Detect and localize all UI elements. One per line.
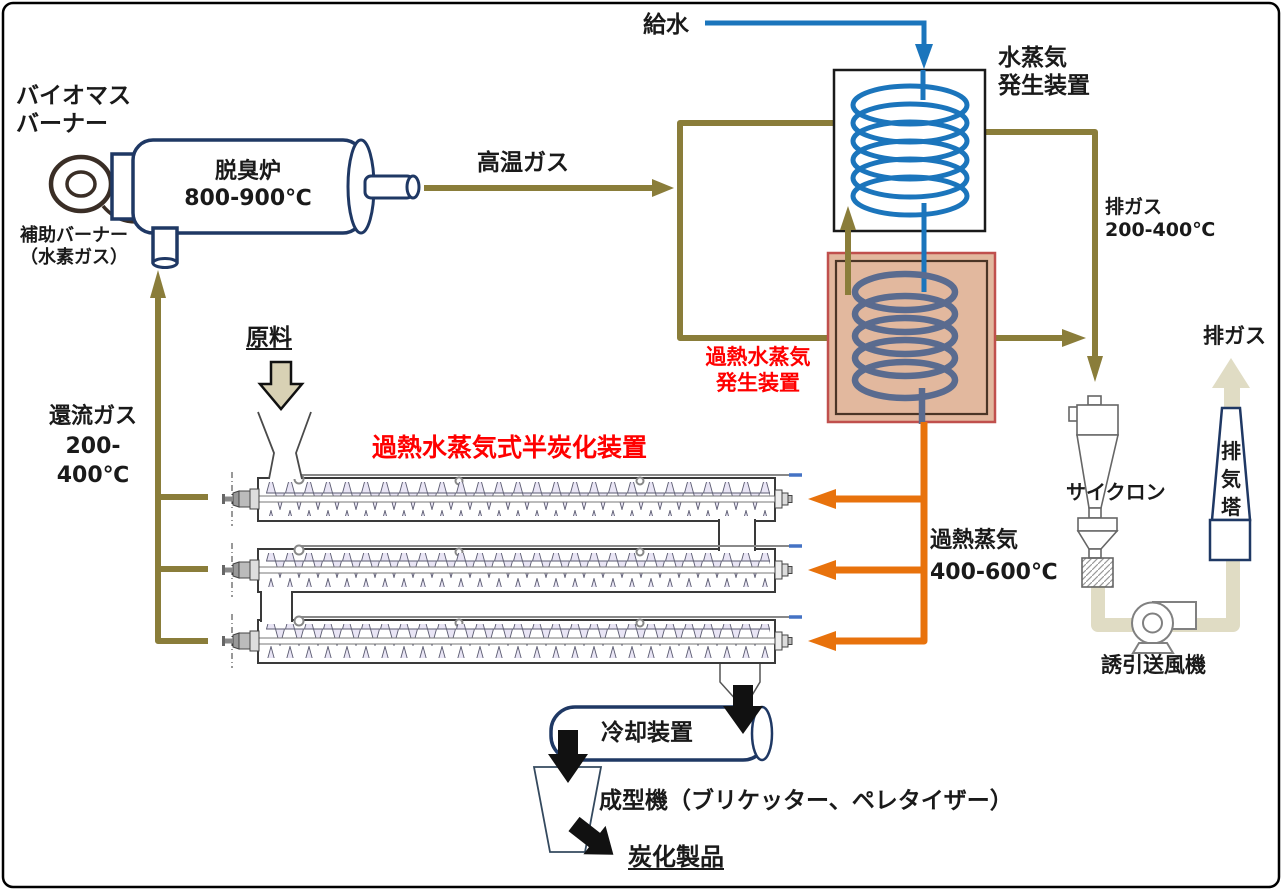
deodorizing-furnace-group	[48, 138, 421, 269]
label-molding-machine: 成型機（ブリケッター、ペレタイザー）	[599, 788, 1013, 814]
cooling-device-icon	[549, 705, 774, 762]
conveyor-drives	[222, 472, 793, 668]
pipe-inlet-marks	[789, 473, 802, 619]
screw-augers	[234, 482, 776, 658]
gas-split-line	[677, 120, 834, 341]
label-cooling-device: 冷却装置	[601, 720, 693, 746]
tower-exhaust-arrow-icon	[1212, 358, 1250, 410]
hot-gas-arrowheads	[150, 179, 1103, 382]
steam-generator-group	[705, 20, 987, 233]
superheated-steam-arrowheads	[808, 489, 836, 651]
raw-material-arrow-icon	[257, 360, 305, 411]
exhaust-gas-line-right	[985, 129, 1098, 358]
reflux-gas-line	[155, 298, 208, 644]
to-molding-arrow-icon	[548, 730, 588, 783]
cyclone-icon	[1068, 395, 1120, 588]
steam-arrowhead-2-icon	[808, 560, 836, 580]
feed-hopper-icon	[257, 411, 312, 480]
label-exhaust-gas-top: 排ガス	[1203, 324, 1266, 348]
superheated-steam-lines	[836, 422, 928, 645]
to-cyclone-arrowhead-icon	[1087, 356, 1103, 382]
label-exhaust-tower: 排 気 塔	[1221, 439, 1241, 519]
feed-water-line	[705, 20, 927, 46]
to-cooling-arrow-icon	[723, 685, 763, 734]
reflux-up-arrowhead-icon	[150, 270, 166, 298]
to-product-arrow-icon	[568, 816, 614, 855]
label-reflux-gas: 還流ガス 200-400℃	[48, 404, 137, 489]
label-hot-gas: 高温ガス	[477, 150, 569, 176]
induced-fan-icon	[1131, 601, 1197, 654]
label-aux-burner: 補助バーナー （水素ガス）	[20, 225, 128, 268]
label-carbonizer-title: 過熱水蒸気式半炭化装置	[372, 433, 648, 462]
aux-burner-icon	[151, 226, 179, 264]
label-exhaust-gas-right: 排ガス 200-400℃	[1105, 196, 1216, 242]
material-flow-arrows	[548, 685, 763, 855]
drive-assembly-icon	[222, 543, 793, 597]
label-induced-fan: 誘引送風機	[1101, 653, 1206, 677]
drive-assembly-icon	[222, 472, 793, 526]
feed-water-arrowhead-icon	[915, 44, 933, 69]
drive-assembly-icon	[222, 614, 793, 668]
label-feed-water: 給水	[643, 12, 689, 38]
label-superheated-steam: 過熱蒸気 400-600℃	[930, 528, 1058, 585]
label-cyclone: サイクロン	[1066, 480, 1166, 504]
hot-gas-arrowhead-icon	[652, 179, 674, 197]
superheater-coil-icon	[851, 270, 959, 424]
label-steam-generator: 水蒸気 発生装置	[998, 45, 1090, 100]
label-carbonized-product: 炭化製品	[628, 843, 724, 871]
label-raw-material: 原料	[246, 325, 292, 351]
hot-gas-lines	[155, 120, 1098, 644]
superheater-exit-arrowhead-icon	[1062, 329, 1086, 347]
exhaust-tower-icon	[1208, 406, 1252, 562]
label-biomass-burner: バイオマス バーナー	[16, 83, 131, 138]
label-superheated-steam-generator: 過熱水蒸気 発生装置	[705, 345, 811, 395]
steam-arrowhead-3-icon	[808, 631, 836, 651]
water-coil-icon	[850, 70, 970, 218]
label-furnace: 脱臭炉 800-900℃	[184, 159, 312, 211]
steam-arrowhead-1-icon	[808, 489, 836, 509]
carbonizer-group	[222, 411, 802, 703]
gas-riser-arrowhead-icon	[840, 206, 856, 230]
superheated-steam-generator-group	[826, 203, 997, 424]
